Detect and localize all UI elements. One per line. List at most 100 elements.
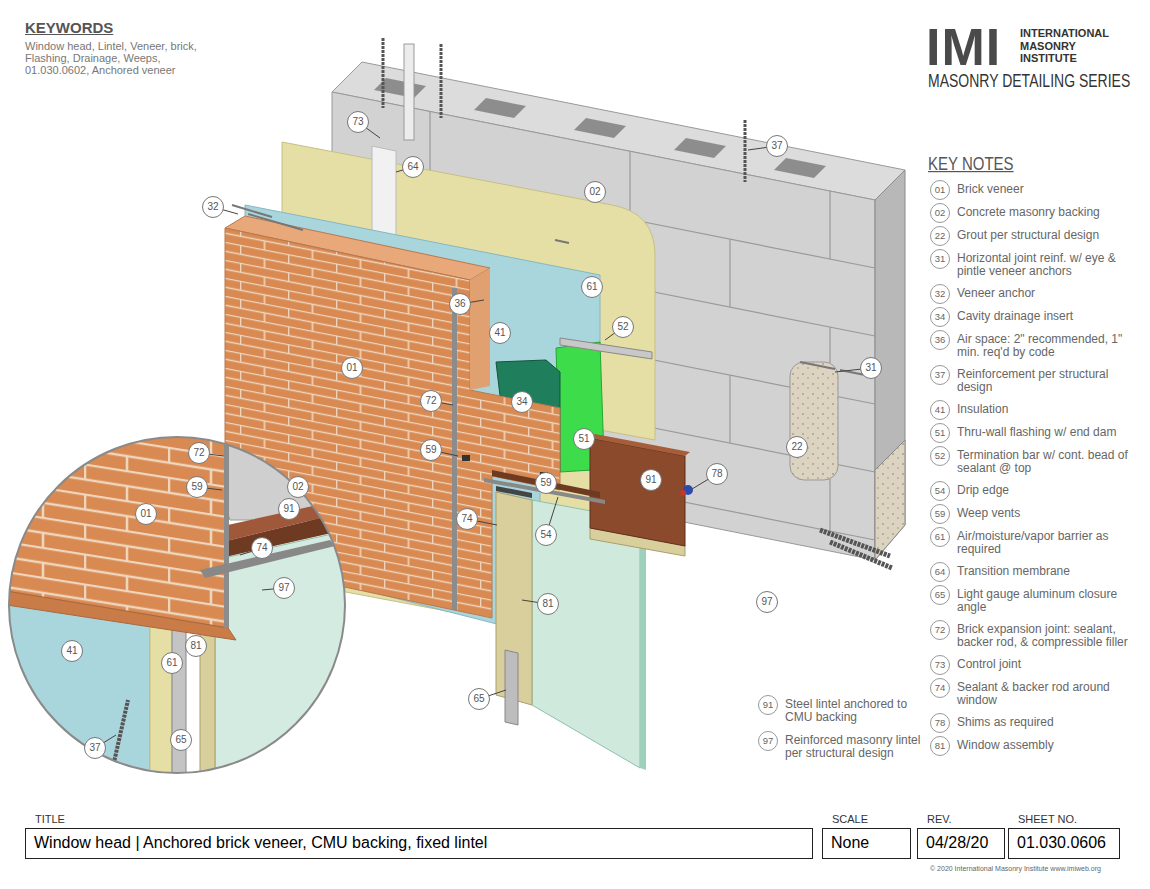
key-note-number: 91 — [758, 695, 778, 715]
callout-number: 81 — [538, 594, 558, 614]
keywords-heading: KEYWORDS — [25, 19, 113, 36]
callout-number: 59 — [421, 440, 441, 460]
key-note: 81Window assembly — [930, 739, 1143, 752]
callout-bubble: 74 — [456, 508, 478, 530]
cmu-cell — [474, 98, 526, 118]
key-note-number: 34 — [930, 307, 950, 327]
key-note: 64Transition membrane — [930, 565, 1143, 578]
key-note-text: Termination bar w/ cont. bead of sealant… — [957, 449, 1143, 475]
copyright: © 2020 International Masonry Institute w… — [930, 864, 1101, 873]
title-block-value: None — [822, 828, 911, 859]
title-block-cell: SHEET NO.01.030.0606 — [1008, 812, 1120, 859]
title-block-cell: SCALENone — [822, 812, 911, 859]
key-note-number: 52 — [930, 446, 950, 466]
title-block-label: SCALE — [822, 812, 911, 828]
key-note-text: Drip edge — [957, 484, 1143, 497]
callout-number: 78 — [707, 464, 727, 484]
detail-inset — [0, 430, 350, 780]
inset-barrier — [150, 620, 172, 780]
callout-bubble: 54 — [535, 524, 557, 546]
key-note-number: 51 — [930, 423, 950, 443]
callout-bubble: 61 — [161, 652, 183, 674]
key-note-text: Sealant & backer rod around window — [957, 681, 1143, 707]
series-name: MASONRY DETAILING SERIES — [928, 70, 1130, 91]
callout-bubble: 31 — [860, 357, 882, 379]
callout-number: 97 — [757, 592, 777, 612]
steel-lintel — [590, 438, 685, 546]
callout-number: 73 — [348, 112, 368, 132]
key-note-text: Brick expansion joint: sealant, backer r… — [957, 623, 1143, 649]
key-note-number: 54 — [930, 481, 950, 501]
callout-number: 91 — [641, 470, 661, 490]
keywords-text: Window head, Lintel, Veneer, brick, Flas… — [25, 40, 215, 76]
key-note: 51Thru-wall flashing w/ end dam — [930, 426, 1143, 439]
key-note: 61Air/moisture/vapor barrier as required — [930, 530, 1143, 556]
title-block-cell: TITLEWindow head | Anchored brick veneer… — [25, 812, 813, 859]
key-note-number: 74 — [930, 678, 950, 698]
key-note-text: Brick veneer — [957, 183, 1143, 196]
callout-number: 54 — [536, 525, 556, 545]
sealant-joint — [496, 486, 532, 498]
inset-closure-angle — [172, 625, 186, 780]
callout-bubble: 02 — [287, 476, 309, 498]
callout-number: 91 — [279, 499, 299, 519]
inset-outline — [9, 437, 345, 773]
callout-number: 64 — [403, 157, 423, 177]
key-note-text: Transition membrane — [957, 565, 1143, 578]
key-note: 54Drip edge — [930, 484, 1143, 497]
key-note: 65Light gauge aluminum closure angle — [930, 588, 1143, 614]
closure-angle — [505, 650, 518, 725]
callout-number: 52 — [613, 317, 633, 337]
key-note-number: 64 — [930, 562, 950, 582]
key-note-number: 22 — [930, 226, 950, 246]
callout-number: 61 — [162, 653, 182, 673]
callout-bubble: 36 — [449, 293, 471, 315]
callout-bubble: 01 — [135, 503, 157, 525]
key-note: 34Cavity drainage insert — [930, 310, 1143, 323]
title-block-value: 01.030.0606 — [1008, 828, 1120, 859]
key-note-text: Control joint — [957, 658, 1143, 671]
callout-number: 72 — [189, 443, 209, 463]
key-note: 37Reinforcement per structural design — [930, 368, 1143, 394]
grout-cutaway — [790, 362, 838, 480]
callout-bubble: 59 — [186, 476, 208, 498]
weep-vent — [462, 455, 470, 461]
callout-bubble: 78 — [706, 463, 728, 485]
key-note-text: Thru-wall flashing w/ end dam — [957, 426, 1143, 439]
callout-bubble: 97 — [756, 591, 778, 613]
callout-bubble: 34 — [511, 391, 533, 413]
callout-number: 02 — [288, 477, 308, 497]
callout-number: 37 — [85, 738, 105, 758]
rebar-horizontal — [820, 530, 892, 568]
key-note: 36Air space: 2" recommended, 1" min. req… — [930, 333, 1143, 359]
veneer-anchors — [232, 205, 303, 230]
callout-bubble: 64 — [402, 156, 424, 178]
key-note-number: 97 — [758, 731, 778, 751]
key-note-text: Cavity drainage insert — [957, 310, 1143, 323]
callout-bubble: 22 — [786, 436, 808, 458]
expansion-joint — [452, 288, 457, 610]
callout-number: 41 — [490, 323, 510, 343]
callout-number: 41 — [62, 641, 82, 661]
shim — [680, 490, 686, 496]
callout-bubble: 01 — [341, 357, 363, 379]
key-note-number: 01 — [930, 180, 950, 200]
key-note-text: Reinforcement per structural design — [957, 368, 1143, 394]
callout-number: 34 — [512, 392, 532, 412]
callout-bubble: 61 — [581, 276, 603, 298]
callout-number: 97 — [274, 578, 294, 598]
callout-number: 59 — [536, 473, 556, 493]
title-block-cell: REV.04/28/20 — [917, 812, 1005, 859]
logo-mark: IMI — [926, 21, 1001, 73]
key-note: 31Horizontal joint reinf. w/ eye & pintl… — [930, 252, 1143, 278]
rebar-vertical — [383, 38, 745, 182]
callout-number: 02 — [585, 182, 605, 202]
termination-bar — [560, 338, 652, 359]
key-note-number: 81 — [930, 736, 950, 756]
callout-number: 32 — [203, 197, 223, 217]
callout-bubble: 72 — [188, 442, 210, 464]
key-note: 74 Sealant & backer rod around window — [930, 681, 1143, 707]
callout-bubble: 65 — [170, 729, 192, 751]
key-note: 78Shims as required — [930, 716, 1143, 729]
